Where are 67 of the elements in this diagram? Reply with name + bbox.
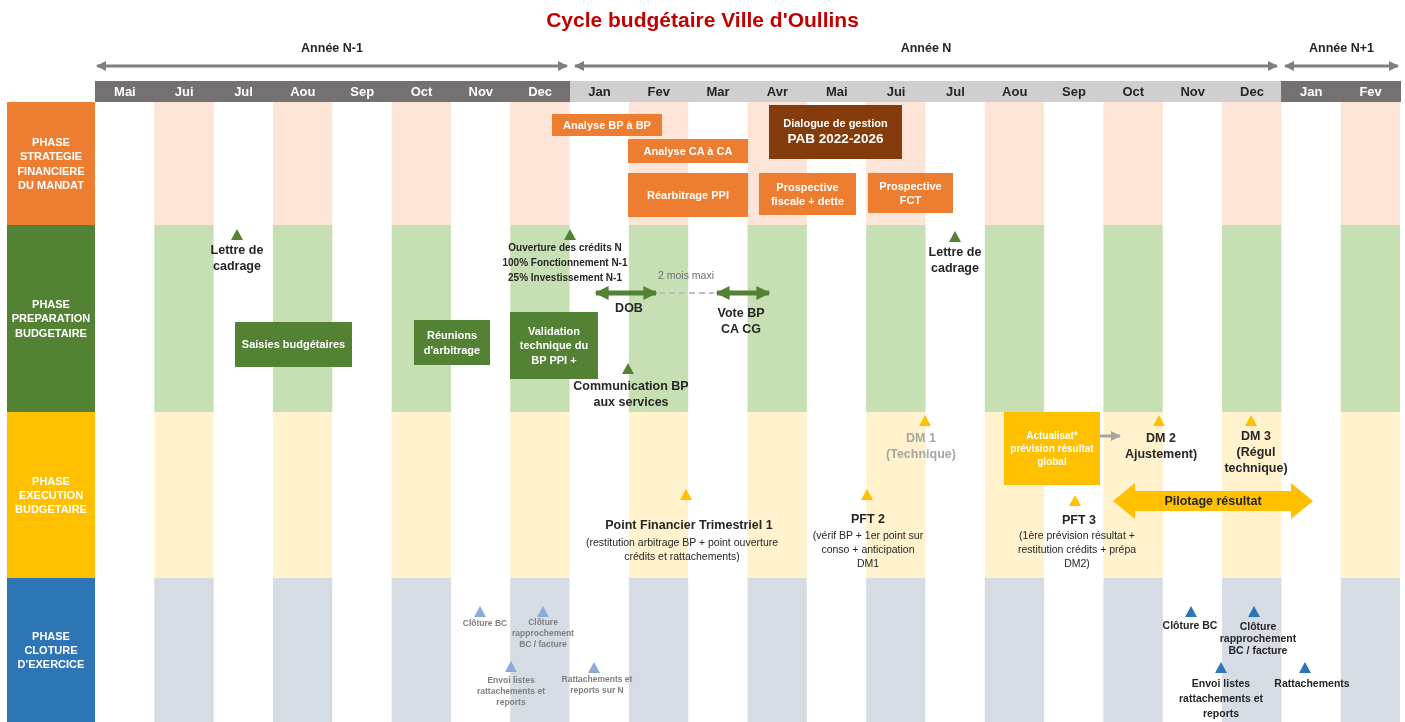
duration-label: 2 mois maxi [657, 268, 715, 282]
event-label: DOB [614, 300, 644, 316]
month-header: Oct [391, 81, 452, 102]
year-label: Année N+1 [1308, 41, 1375, 55]
milestone-label: PFT 2 [849, 511, 886, 527]
task-bar: Prospective fiscale + dette [759, 173, 856, 215]
box-subtitle: PAB 2022-2026 [787, 130, 884, 148]
note: (vérif BP + 1er point sur conso + anticipation DM1 [812, 528, 924, 570]
milestone-label: Clôture BC [1161, 618, 1219, 632]
month-header: Sep [1044, 81, 1104, 102]
task-bar [769, 105, 902, 159]
arrow [1100, 431, 1121, 441]
year-label: Année N-1 [300, 41, 364, 55]
task-bar: Réarbitrage PPI [628, 173, 748, 217]
month-header: Sep [332, 81, 393, 102]
month-header: Mai [806, 81, 867, 102]
milestone-label: DM 2 Ajustement) [1120, 428, 1202, 464]
title: Cycle budgétaire Ville d'Oullins [545, 8, 860, 32]
box-title: Dialogue de gestion [783, 116, 888, 131]
month-header: Aou [984, 81, 1045, 102]
task-bar: Prospective FCT [868, 173, 953, 213]
month-header: Dec [1222, 81, 1282, 102]
year-label: Année N [899, 41, 953, 55]
month-header: Jul [213, 81, 274, 102]
month-header: Jan [1281, 81, 1342, 102]
month-header: Oct [1103, 81, 1164, 102]
milestone-label: Rattachements [1273, 676, 1351, 690]
phase-header: PHASE PREPARATION BUDGETAIRE [7, 225, 95, 412]
task-bar: Réunions d'arbitrage [414, 320, 490, 365]
note: (1ère prévision résultat + restitution crédits + prépa DM2) [1016, 528, 1138, 570]
milestone-label: Lettre de cadrage [927, 244, 983, 276]
month-header: Jan [569, 81, 630, 102]
task-bar: Saisies budgétaires [235, 322, 352, 367]
milestone-label: Rattachements et reports sur N [560, 674, 634, 696]
month-header: Nov [450, 81, 511, 102]
milestone-label: Clôture BC [461, 618, 509, 629]
milestone-label: Ouverture des crédits N 100% Fonctionnement N-1 25% Investissement N-1 [501, 241, 629, 285]
month-header: Aou [272, 81, 333, 102]
milestone-label: PFT 3 [1060, 512, 1097, 528]
milestone-label: Envoi listes rattachements et reports [1178, 676, 1264, 721]
phase-header: PHASE CLOTURE D'EXERCICE [7, 578, 95, 722]
range-arrow: Pilotage résultat [1113, 483, 1313, 519]
milestone-label: DM 1 (Technique) [885, 430, 957, 462]
milestone-label: Clôture rapprochement BC / facture [511, 617, 575, 650]
event-label: Vote BP CA CG [716, 305, 766, 337]
task-bar: Analyse CA à CA [628, 139, 748, 163]
milestone-label: Communication BP aux services [572, 378, 690, 410]
month-header: Dec [510, 81, 571, 102]
month-header: Fev [1340, 81, 1401, 102]
month-header: Jul [925, 81, 986, 102]
month-header: Jui [866, 81, 926, 102]
milestone-label: Point Financier Trimestriel 1 [604, 517, 774, 533]
month-header: Mar [688, 81, 748, 102]
milestone-label: DM 3 (Régul technique) [1223, 428, 1289, 476]
month-header: Fev [628, 81, 689, 102]
phase-header: PHASE EXECUTION BUDGETAIRE [7, 412, 95, 578]
task-bar: Analyse BP à BP [552, 114, 662, 136]
task-bar: Validation technique du BP PPI + [510, 312, 598, 379]
note: (restitution arbitrage BP + point ouverture crédits et rattachements) [584, 535, 780, 563]
month-header: Avr [747, 81, 808, 102]
milestone-label: Lettre de cadrage [209, 242, 265, 274]
phase-header: PHASE STRATEGIE FINANCIERE DU MANDAT [7, 102, 95, 225]
month-header: Mai [95, 81, 155, 102]
month-header: Nov [1162, 81, 1223, 102]
milestone-label: Envoi listes rattachements et reports [476, 675, 546, 708]
task-bar: Actualisat* prévision résultat global [1004, 412, 1100, 485]
month-header: Jui [154, 81, 215, 102]
